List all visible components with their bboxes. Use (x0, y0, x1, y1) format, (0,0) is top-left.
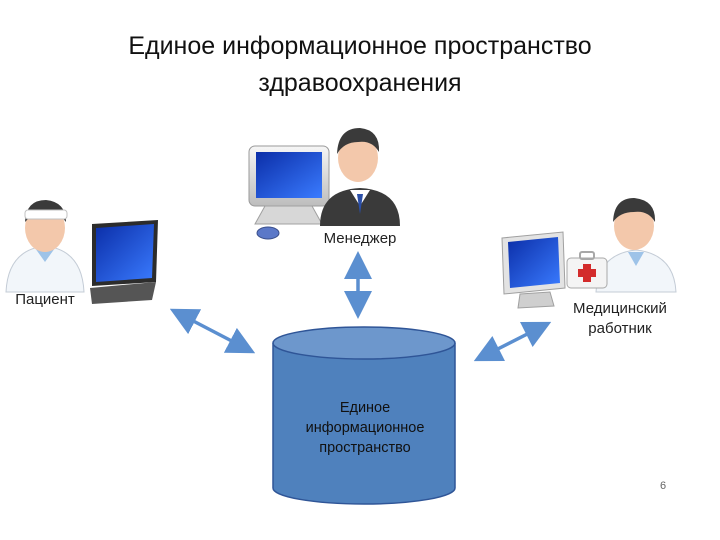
database-label-line3: пространство (319, 440, 411, 456)
page-number: 6 (660, 480, 667, 492)
patient-label: Пациент (15, 291, 75, 308)
slide-title: Единое информационное пространство здрав… (128, 32, 592, 97)
database-label: Единое информационное пространство (276, 398, 454, 458)
arrow-patient-database (169, 308, 256, 354)
patient-icon (5, 200, 158, 304)
medic-icon (501, 198, 677, 309)
manager-label: Менеджер (323, 230, 397, 247)
database-cylinder (272, 326, 456, 505)
database-label-line2: информационное (305, 420, 425, 436)
manager-icon (248, 128, 400, 240)
database-label-line1: Единое (339, 400, 391, 416)
arrow-medic-database (473, 321, 552, 362)
medic-label-line1: Медицинский (573, 300, 667, 317)
medic-label-line2: работник (588, 320, 652, 337)
medic-label: Медицинский работник (550, 299, 690, 339)
